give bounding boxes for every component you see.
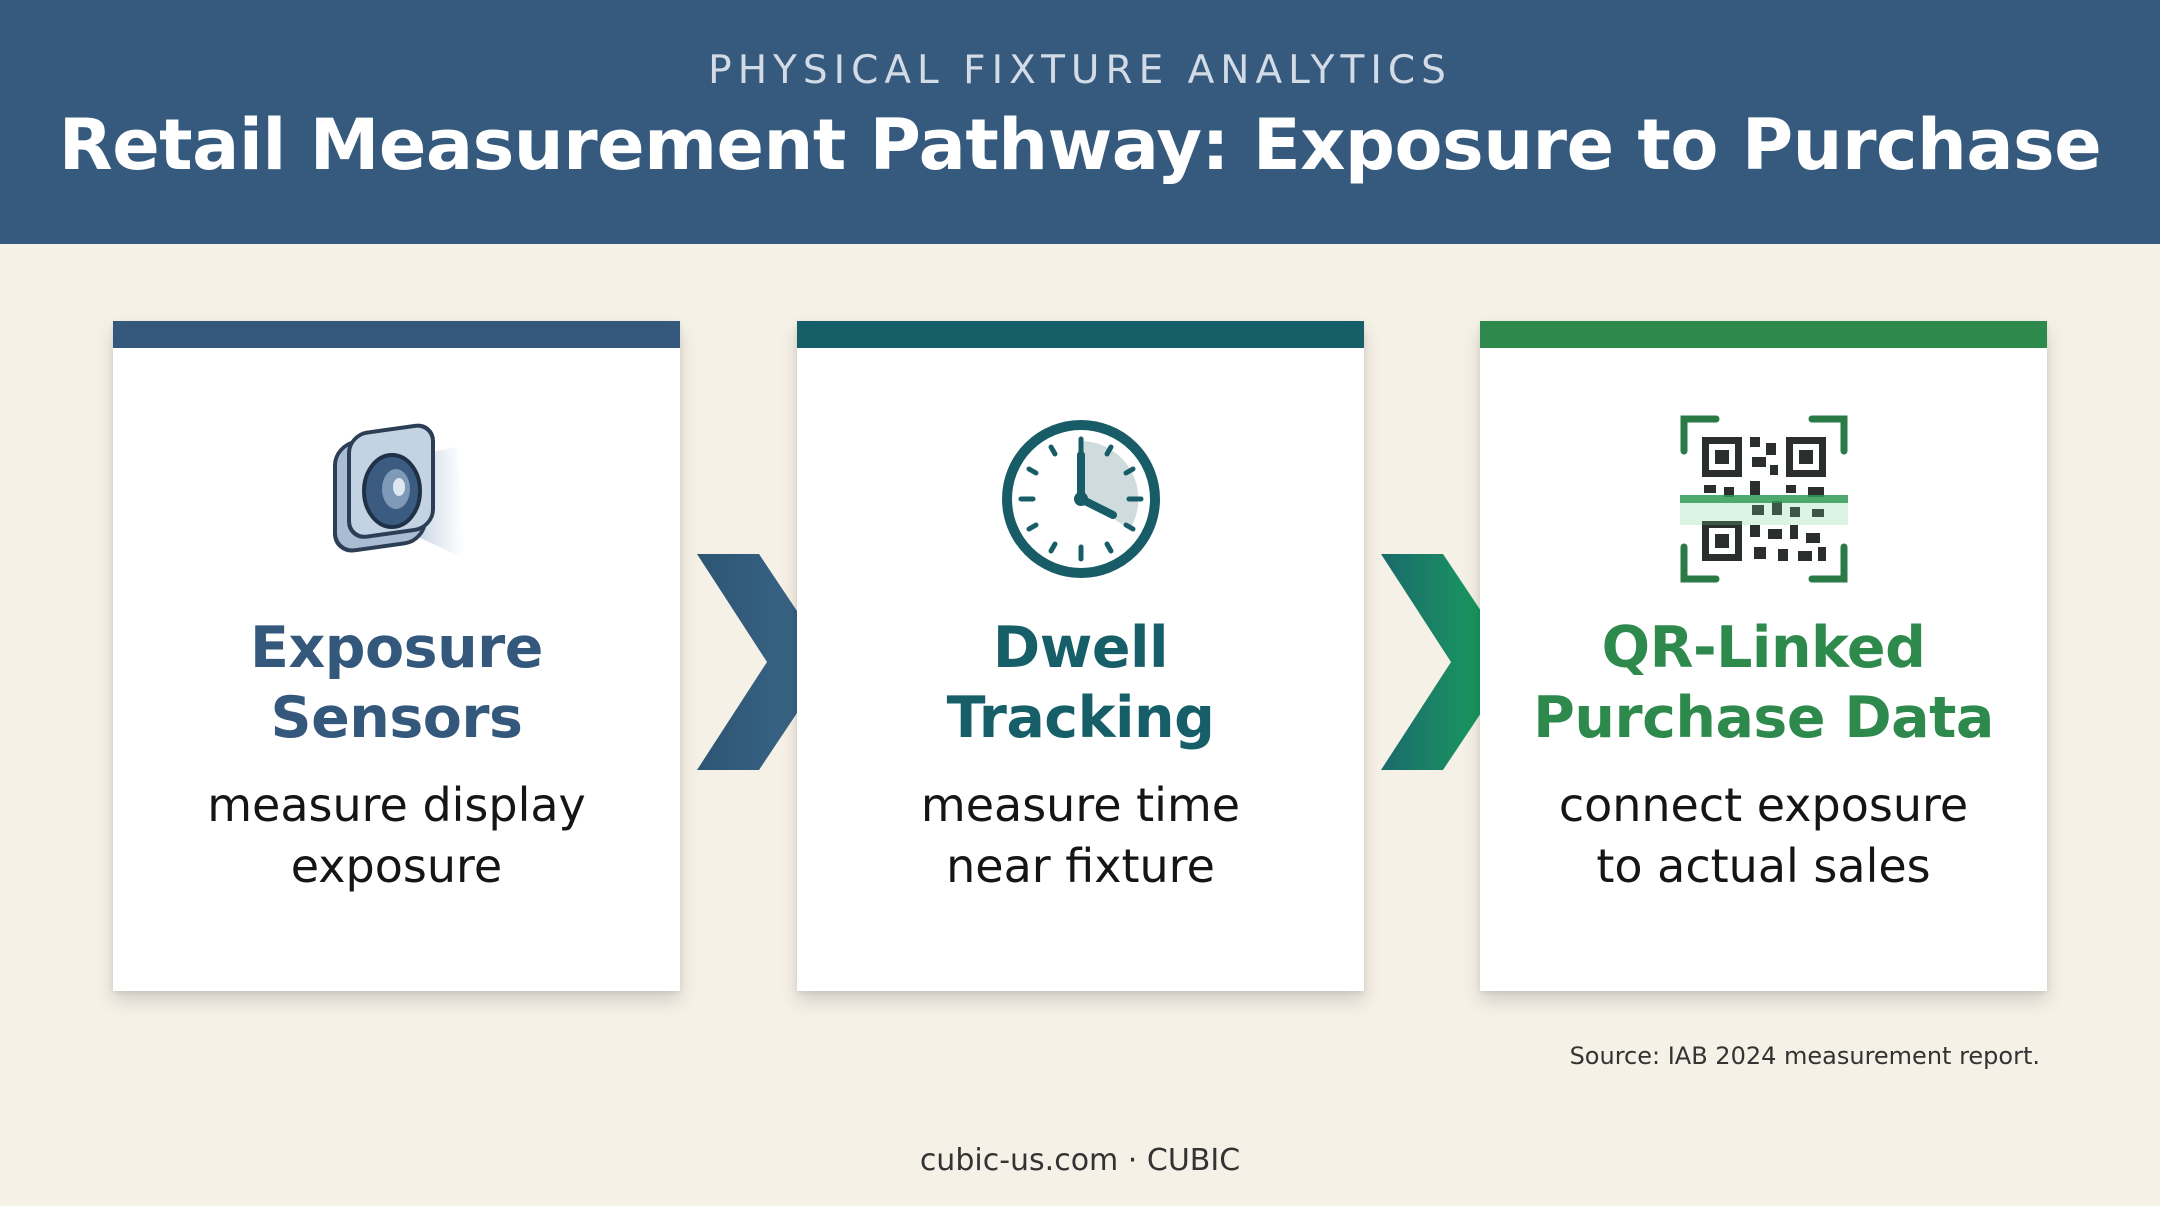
sensor-camera-icon <box>307 409 487 589</box>
eyebrow-label: PHYSICAL FIXTURE ANALYTICS <box>708 48 1452 93</box>
step-description: measure time near fixture <box>920 778 1241 893</box>
card-accent-bar <box>1480 321 2047 348</box>
step-card-dwell-tracking: Dwell Tracking measure time near fixture <box>797 321 1364 991</box>
source-citation: Source: IAB 2024 measurement report. <box>1569 1042 2040 1070</box>
card-accent-bar <box>113 321 680 348</box>
step-title: QR-Linked Purchase Data <box>1533 615 1994 751</box>
qr-code-scan-icon <box>1674 409 1854 589</box>
clock-icon <box>991 409 1171 589</box>
footer-brand: cubic-us.com · CUBIC <box>919 1143 1241 1178</box>
step-title: Dwell Tracking <box>946 615 1215 751</box>
header-banner: PHYSICAL FIXTURE ANALYTICS Retail Measur… <box>0 0 2160 244</box>
step-card-exposure-sensors: Exposure Sensors measure display exposur… <box>113 321 680 991</box>
step-card-qr-linked-purchase-data: QR-Linked Purchase Data connect exposure… <box>1480 321 2047 991</box>
step-title: Exposure Sensors <box>250 615 543 751</box>
step-description: measure display exposure <box>207 778 586 893</box>
card-accent-bar <box>797 321 1364 348</box>
page-title: Retail Measurement Pathway: Exposure to … <box>58 104 2102 186</box>
step-description: connect exposure to actual sales <box>1558 778 1969 893</box>
